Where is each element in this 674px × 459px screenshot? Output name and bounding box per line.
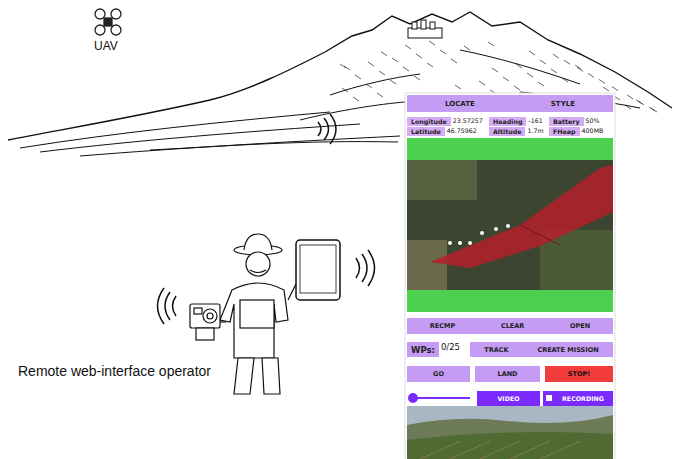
button-text: STYLE — [551, 100, 575, 108]
hatch-stroke — [625, 105, 631, 109]
camera-icon — [190, 304, 220, 340]
waypoint-key: WPs: — [407, 342, 439, 357]
button-text: GO — [433, 370, 444, 378]
info-key: Altitude — [489, 127, 525, 136]
hatch-stroke — [464, 46, 470, 50]
button: LAND — [475, 366, 540, 382]
button-bar: RECMP CLEAR OPEN — [407, 318, 613, 334]
figure-label: Remote web-interface operator — [18, 363, 211, 379]
hatch-stroke — [514, 86, 520, 90]
info-value: 400MB — [582, 127, 604, 134]
drone-icon — [95, 9, 121, 35]
info-value: 46.75962 — [447, 127, 477, 134]
hatch-stroke — [540, 60, 546, 64]
hatch-stroke — [638, 101, 644, 105]
button-text: Longitude — [411, 118, 447, 125]
button-text: RECMP — [430, 322, 455, 330]
hatch-stroke — [427, 63, 433, 67]
hatch-stroke — [366, 84, 372, 88]
hatch-stroke — [488, 42, 494, 46]
hatch-stroke — [564, 60, 570, 64]
info-key: Heading — [489, 117, 526, 126]
info-value: -161 — [528, 117, 542, 124]
button-text: LOCATE — [445, 100, 475, 108]
checkbox — [546, 395, 552, 401]
hatch-stroke — [381, 52, 387, 56]
hatch-stroke — [344, 66, 350, 70]
hatch-stroke — [516, 64, 522, 68]
button-text: STOP! — [568, 370, 590, 378]
hatch-stroke — [529, 51, 535, 55]
info-key: Latitude — [407, 127, 445, 136]
hatching — [340, 41, 657, 113]
hatch-stroke — [651, 108, 657, 112]
hatch-stroke — [390, 80, 396, 84]
hatch-stroke — [340, 64, 346, 68]
hatch-stroke — [403, 67, 409, 71]
button-bar: TRACK CREATE MISSION — [470, 342, 613, 357]
button-text: VIDEO — [497, 395, 519, 402]
hatch-stroke — [551, 69, 557, 73]
mountain-sketch — [8, 12, 672, 156]
hatch-stroke — [429, 41, 435, 45]
button-text: Latitude — [411, 128, 441, 135]
button-text: Heading — [493, 118, 522, 125]
hatch-stroke — [503, 77, 509, 81]
hatch-stroke — [405, 45, 411, 49]
tablet — [296, 240, 340, 300]
toggle-button: RECORDING — [543, 391, 613, 406]
button: GO — [407, 366, 470, 382]
hatch-stroke — [379, 71, 385, 75]
hatch-stroke — [492, 68, 498, 72]
button-text: FHeap — [553, 128, 576, 135]
button-text: OPEN — [570, 322, 590, 330]
toggle-button: VIDEO — [477, 391, 540, 406]
hatch-stroke — [451, 59, 457, 63]
hatch-stroke — [368, 62, 374, 66]
hatch-stroke — [416, 54, 422, 58]
button-text: Altitude — [493, 128, 521, 135]
button-text: LAND — [497, 370, 517, 378]
castle — [408, 20, 442, 38]
info-value: 23.57257 — [453, 117, 483, 124]
hatch-stroke — [355, 75, 361, 79]
farmer-figure — [220, 234, 298, 394]
hatch-stroke — [527, 73, 533, 77]
hatch-stroke — [342, 88, 348, 92]
hatch-stroke — [455, 85, 461, 89]
hatch-stroke — [392, 58, 398, 62]
hatch-stroke — [553, 54, 559, 58]
hatch-stroke — [588, 73, 594, 77]
hatch-stroke — [414, 76, 420, 80]
button-text: CREATE MISSION — [537, 346, 598, 354]
web-interface — [405, 93, 615, 459]
hatch-stroke — [562, 78, 568, 82]
hatch-stroke — [627, 95, 633, 99]
hatch-stroke — [612, 87, 618, 91]
hatch-stroke — [577, 67, 583, 71]
button-text: TRACK — [484, 346, 508, 354]
hatch-stroke — [603, 87, 609, 91]
button-text: CLEAR — [501, 322, 524, 330]
info-key: FHeap — [549, 127, 580, 136]
figure-label: UAV — [94, 40, 118, 54]
info-value: 50% — [586, 117, 600, 124]
button-bar: LOCATE STYLE — [407, 95, 613, 112]
hatch-stroke — [353, 97, 359, 101]
hatch-stroke — [599, 79, 605, 83]
stop-button: STOP! — [545, 366, 613, 382]
info-value: 1.7m — [527, 127, 543, 134]
tablet-screen — [300, 245, 336, 293]
hatch-stroke — [479, 81, 485, 85]
info-key: Longitude — [407, 117, 451, 126]
hatch-stroke — [440, 50, 446, 54]
button-text: Battery — [553, 118, 580, 125]
hatch-stroke — [377, 93, 383, 97]
waypoint-count: 0/25 — [441, 343, 460, 353]
hatch-stroke — [538, 82, 544, 86]
info-key: Battery — [549, 117, 584, 126]
button-text: WPs: — [411, 345, 435, 355]
button-text: RECORDING — [562, 395, 604, 402]
